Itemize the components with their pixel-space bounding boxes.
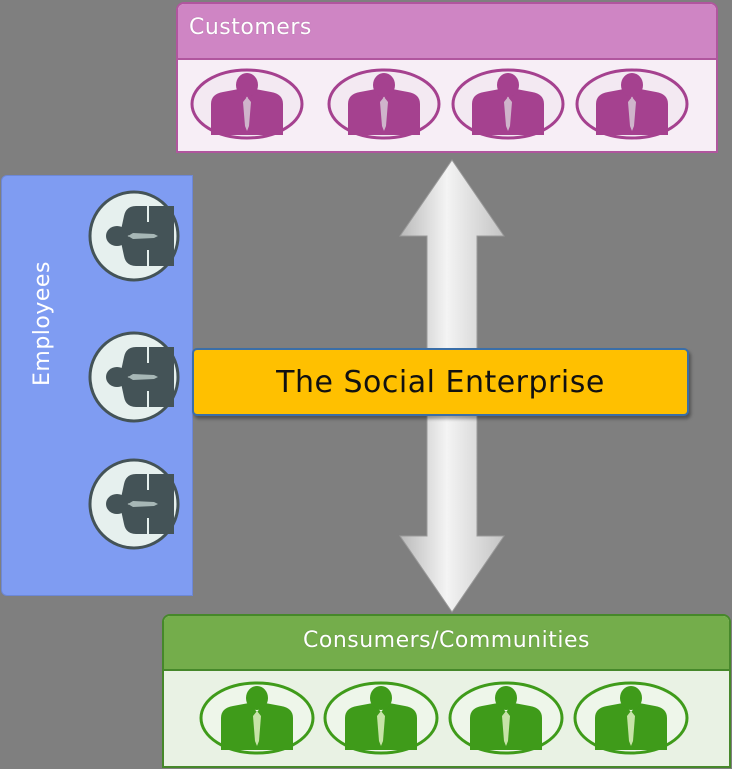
consumer-person-icon: [448, 681, 564, 755]
employee-person-icon: [88, 190, 180, 282]
consumer-person-icon: [323, 681, 439, 755]
customers-title: Customers: [189, 15, 312, 40]
consumer-person-icon: [199, 681, 315, 755]
customer-person-icon: [451, 68, 565, 140]
customer-person-icon: [190, 68, 304, 140]
customer-person-icon: [575, 68, 689, 140]
employee-person-icon: [88, 458, 180, 550]
employee-person-icon: [88, 331, 180, 423]
customer-person-icon: [327, 68, 441, 140]
consumer-person-icon: [573, 681, 689, 755]
consumers-title: Consumers/Communities: [303, 628, 590, 653]
social-enterprise-title: The Social Enterprise: [276, 364, 605, 400]
customers-header: Customers: [178, 4, 716, 60]
consumers-header: Consumers/Communities: [164, 616, 729, 671]
social-enterprise-bar: The Social Enterprise: [192, 348, 689, 416]
